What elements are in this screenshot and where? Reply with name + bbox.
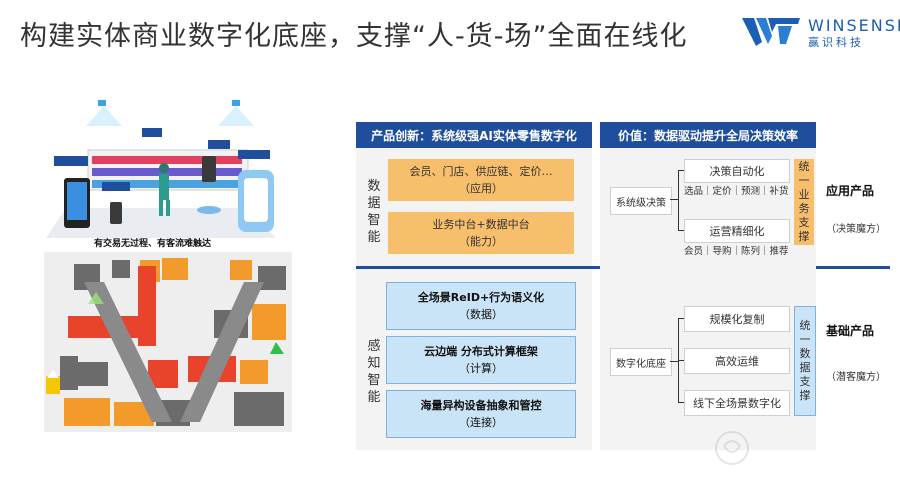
winsense-logo-icon: [742, 18, 800, 46]
compute-layer-box: 云边端 分布式计算框架 （计算）: [386, 336, 576, 384]
capability-box: 业务中台+数据中台 （能力）: [388, 212, 574, 254]
fine-operation-node: 运营精细化: [684, 219, 790, 243]
app-box-main: 会员、门店、供应链、定价…: [409, 165, 553, 178]
app-product-label: 应用产品: [826, 184, 875, 198]
page-title: 构建实体商业数字化底座，支撑“人-货-场”全面在线化: [20, 21, 688, 52]
connector: [678, 360, 684, 361]
connector: [678, 402, 684, 403]
connector: [670, 361, 678, 362]
perception-intelligence-label: 感知智能: [367, 339, 381, 405]
base-product-sub: （潜客魔方）: [826, 372, 886, 383]
capability-box-sub: （能力）: [459, 235, 503, 248]
camera-icon: [232, 100, 240, 106]
compute-layer-main: 云边端 分布式计算框架: [424, 345, 538, 358]
connect-layer-sub: （连接）: [459, 416, 503, 429]
data-layer-sub: （数据）: [459, 308, 503, 321]
data-intelligence-label: 数据智能: [367, 179, 381, 245]
logo-text-cn: 赢识科技: [808, 36, 864, 49]
scalable-copy-node: 规模化复制: [684, 306, 790, 332]
offline-digital-node: 线下全场景数字化: [684, 390, 790, 416]
capability-box-main: 业务中台+数据中台: [432, 218, 530, 231]
data-layer-box: 全场景ReID+行为语义化 （数据）: [386, 282, 576, 330]
connect-layer-box: 海量异构设备抽象和管控 （连接）: [386, 390, 576, 438]
efficient-ops-node: 高效运维: [684, 348, 790, 374]
base-product-label: 基础产品: [826, 324, 875, 338]
store-illustration: [46, 100, 276, 238]
connector: [678, 170, 679, 230]
watermark-icon: [715, 431, 749, 465]
connector: [670, 199, 678, 200]
app-box: 会员、门店、供应链、定价… （应用）: [388, 159, 574, 201]
digital-base-node: 数字化底座: [610, 348, 672, 376]
app-product-sub: （决策魔方）: [826, 224, 886, 235]
connector: [678, 170, 684, 171]
compute-layer-sub: （计算）: [459, 362, 503, 375]
decision-automation-node: 决策自动化: [684, 159, 790, 183]
connector: [678, 318, 684, 319]
system-decision-node: 系统级决策: [610, 187, 672, 215]
floor-plan-illustration: [44, 252, 292, 432]
unified-business-support: 统一业务支撑: [794, 159, 814, 245]
camera-icon: [98, 100, 106, 106]
illustration-caption: 有交易无过程、有客流难触达: [94, 239, 212, 249]
data-layer-main: 全场景ReID+行为语义化: [417, 291, 545, 304]
left-panel-header: 产品创新：系统级强AI实体零售数字化: [356, 122, 592, 148]
logo-text-en: WINSENSE: [808, 16, 900, 35]
fine-operation-detail: 会员｜导购｜陈列｜推荐: [684, 246, 789, 257]
connector: [678, 230, 684, 231]
connect-layer-main: 海量异构设备抽象和管控: [420, 399, 542, 412]
unified-data-support: 统一数据支撑: [794, 306, 816, 416]
right-panel-header: 价值：数据驱动提升全局决策效率: [600, 122, 816, 148]
app-box-sub: （应用）: [459, 182, 503, 195]
decision-automation-detail: 选品｜定价｜预测｜补货: [684, 186, 789, 197]
